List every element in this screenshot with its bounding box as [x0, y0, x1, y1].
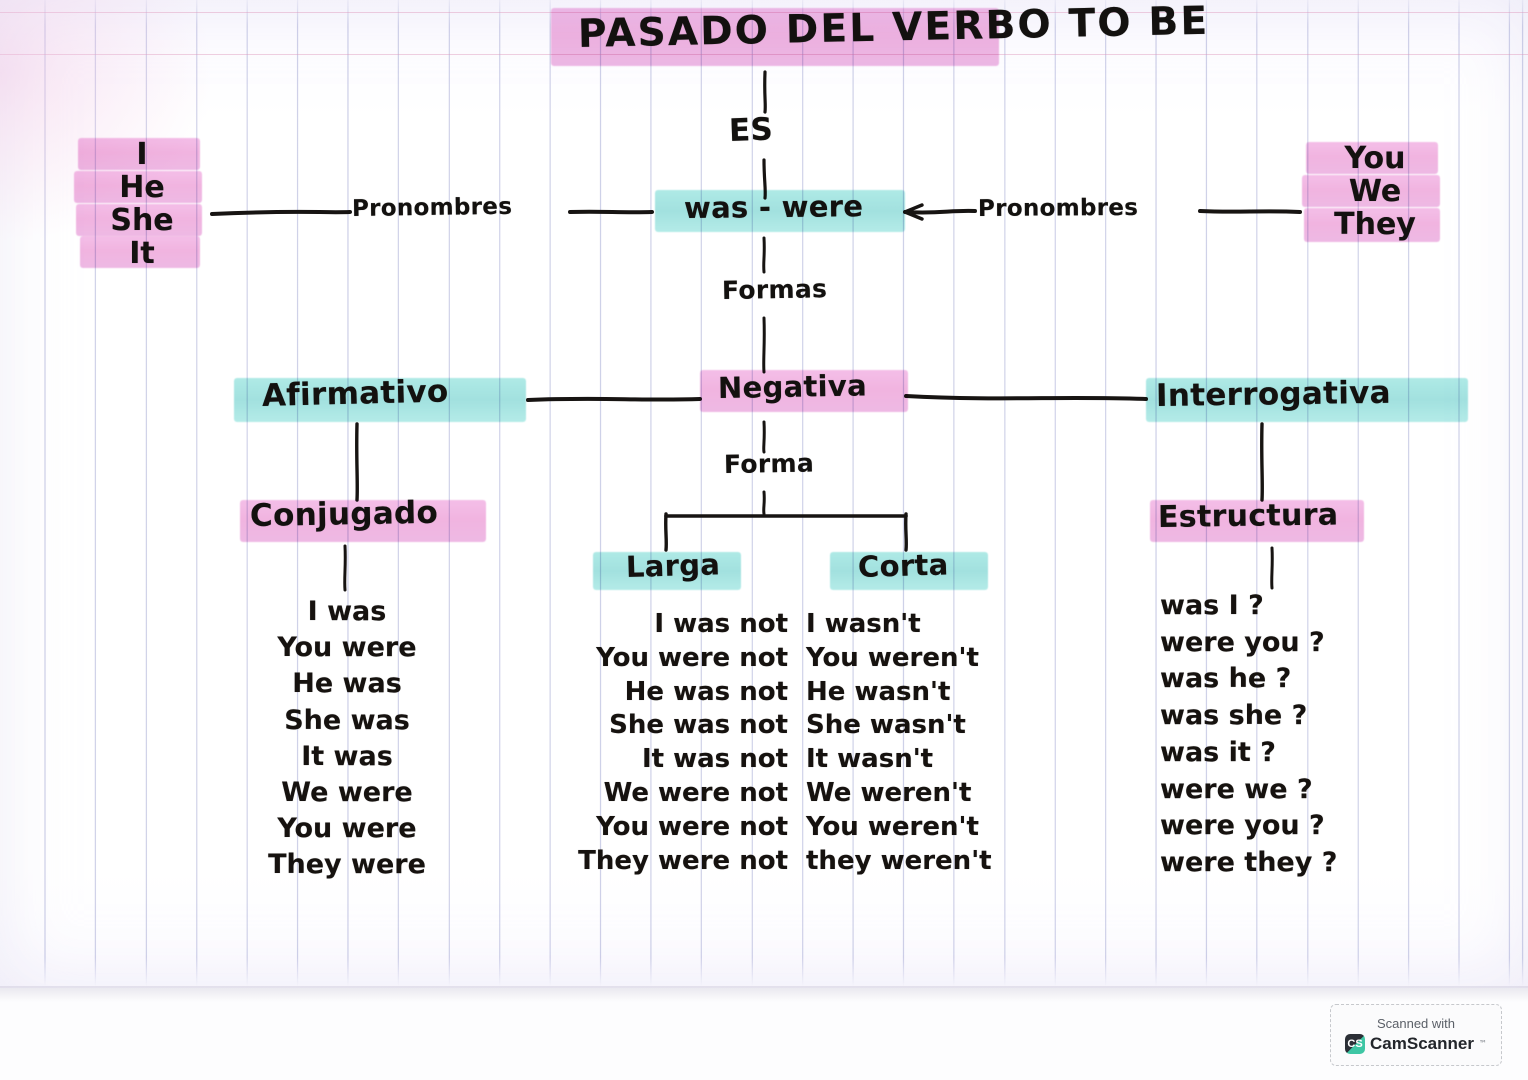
pronouns-left-box: I He She It: [96, 138, 188, 270]
watermark-trademark: ™: [1478, 1039, 1487, 1048]
pronoun-right-2: We: [1348, 174, 1402, 209]
list-item: They were: [268, 849, 426, 881]
list-item: was she ?: [1160, 700, 1308, 732]
list-item: You weren't: [806, 642, 979, 673]
pronoun-left-2: He: [119, 170, 165, 205]
highlight-pronouns-right-2: [1302, 175, 1440, 207]
highlight-pronouns-right-3: [1304, 208, 1440, 242]
list-item: She was: [284, 704, 410, 736]
page-edge-shadow: [0, 986, 1528, 1002]
list-item: You were: [277, 813, 417, 845]
node-larga: Larga: [625, 547, 721, 584]
list-item: was it ?: [1160, 736, 1276, 768]
label-es: ES: [728, 111, 774, 149]
label-formas: Formas: [721, 274, 828, 305]
list-item: It was: [301, 740, 393, 772]
highlight-larga: [593, 552, 741, 590]
list-item: He wasn't: [806, 676, 951, 707]
highlight-negativa: [700, 370, 908, 412]
camscanner-watermark: Scanned with CS CamScanner ™: [1330, 1004, 1502, 1066]
node-was-were: was - were: [683, 189, 864, 225]
watermark-brand-row: CS CamScanner ™: [1345, 1033, 1487, 1054]
affirmative-list: I was You were He was She was It was We …: [233, 594, 461, 883]
watermark-brand-name: CamScanner: [1370, 1034, 1474, 1053]
list-item: We were not: [603, 777, 788, 808]
highlight-interrogativa: [1146, 378, 1468, 422]
node-interrogativa: Interrogativa: [1155, 374, 1392, 414]
list-item: I was not: [654, 609, 788, 639]
list-item: She wasn't: [806, 710, 966, 741]
highlight-pronouns-left-4: [80, 236, 200, 268]
node-corta: Corta: [857, 547, 949, 584]
highlight-title: [551, 8, 999, 66]
highlight-pronouns-left-1: [78, 138, 200, 170]
list-item: were they ?: [1160, 847, 1338, 879]
highlight-pronouns-right-1: [1306, 142, 1438, 174]
camscanner-logo-icon: CS: [1345, 1033, 1366, 1054]
list-item: was he ?: [1160, 663, 1292, 695]
label-pronombres-right: Pronombres: [977, 194, 1139, 222]
list-item: They were not: [578, 845, 788, 876]
list-item: I was: [307, 596, 387, 627]
negative-short-list: I wasn't You weren't He wasn't She wasn'…: [806, 608, 1054, 878]
node-negativa: Negativa: [717, 368, 868, 405]
label-pronombres-left: Pronombres: [351, 193, 513, 222]
node-afirmativo: Afirmativo: [261, 373, 449, 414]
pronoun-right-1: You: [1344, 141, 1406, 176]
list-item: It was not: [641, 744, 788, 775]
highlight-was-were: [655, 190, 905, 232]
list-item: You were not: [596, 811, 788, 842]
list-item: We weren't: [806, 777, 972, 808]
list-item: was I ?: [1160, 590, 1264, 621]
node-conjugado: Conjugado: [249, 494, 439, 534]
node-estructura: Estructura: [1157, 497, 1339, 535]
label-forma: Forma: [723, 448, 815, 479]
list-item: You were: [277, 632, 417, 664]
highlight-pronouns-left-2: [74, 171, 202, 203]
list-item: You were not: [596, 642, 788, 673]
pronoun-left-3: She: [110, 203, 174, 238]
highlight-estructura: [1150, 500, 1364, 542]
pronouns-right-box: You We They: [1322, 142, 1428, 241]
highlight-pronouns-left-3: [76, 204, 202, 236]
list-item: they weren't: [806, 845, 992, 876]
interrogative-list: was I ? were you ? was he ? was she ? wa…: [1160, 588, 1440, 882]
list-item: I wasn't: [806, 609, 921, 639]
list-item: It wasn't: [806, 744, 934, 775]
highlight-corta: [830, 552, 988, 590]
pronoun-left-4: It: [129, 236, 155, 271]
list-item: were you ?: [1160, 810, 1325, 842]
highlight-conjugado: [240, 500, 486, 542]
list-item: She was not: [609, 710, 788, 741]
highlight-afirmativo: [234, 378, 526, 422]
list-item: were we ?: [1160, 773, 1313, 805]
negative-long-list: I was not You were not He was not She wa…: [540, 608, 788, 878]
list-item: You weren't: [806, 811, 979, 842]
list-item: were you ?: [1160, 626, 1325, 658]
watermark-caption: Scanned with: [1376, 1015, 1456, 1031]
pronoun-right-3: They: [1334, 207, 1416, 242]
list-item: He was not: [624, 676, 788, 707]
list-item: We were: [281, 776, 413, 808]
pronoun-left-1: I: [136, 137, 148, 172]
list-item: He was: [292, 668, 402, 700]
